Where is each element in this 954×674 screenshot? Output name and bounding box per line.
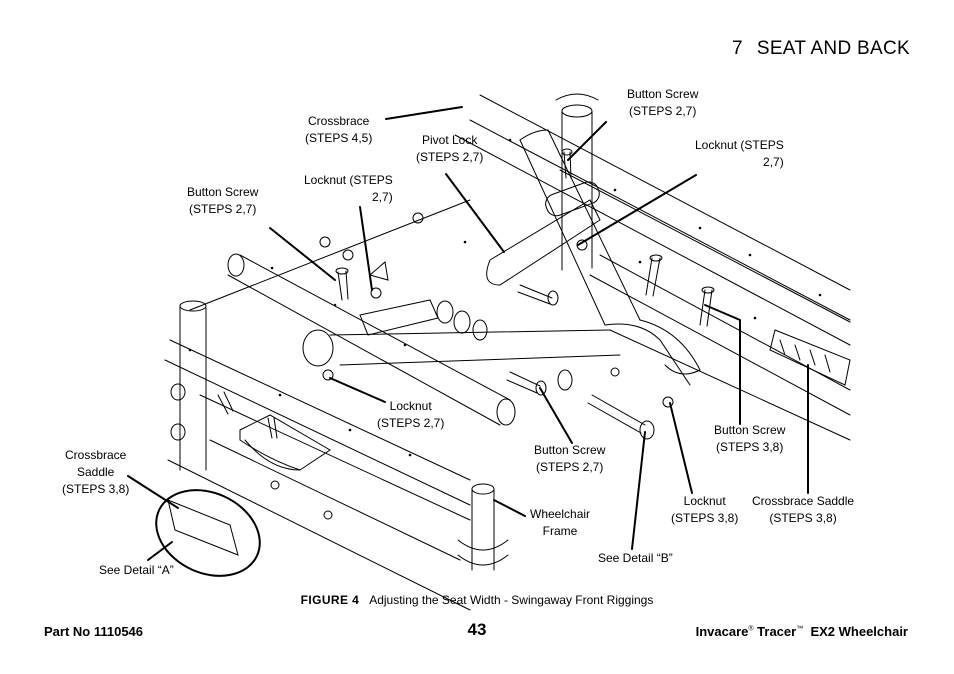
section-heading: 7 SEAT AND BACK [732, 38, 910, 60]
frame-posts [179, 93, 599, 571]
pivot-lock-part [359, 181, 601, 336]
callout-crossbrace-saddle-right: Crossbrace Saddle (STEPS 3,8) [752, 494, 855, 525]
callout-locknut-middle: Locknut (STEPS 2,7) [377, 399, 445, 430]
callout-pivot-lock: Pivot Lock (STEPS 2,7) [416, 133, 484, 164]
figure-caption-text: Adjusting the Seat Width - Swingaway Fro… [369, 593, 654, 607]
callout-crossbrace-saddle-left: Crossbrace Saddle (STEPS 3,8) [62, 448, 130, 496]
locknuts-washers [170, 212, 674, 520]
callout-button-screw-top: Button Screw (STEPS 2,7) [627, 87, 699, 118]
callout-button-screw-right: Button Screw (STEPS 3,8) [714, 423, 786, 454]
right-frame-rails [454, 94, 851, 441]
callout-crossbrace: Crossbrace (STEPS 4,5) [305, 114, 373, 145]
callout-locknut-bottom: Locknut (STEPS 3,8) [671, 494, 739, 525]
callout-locknut-top-left: Locknut (STEPS 2,7) [304, 173, 393, 204]
footer-product-name: Invacare® Tracer™ EX2 Wheelchair [695, 624, 908, 639]
callout-button-screw-left: Button Screw (STEPS 2,7) [187, 185, 259, 216]
section-number: 7 [731, 38, 743, 59]
figure-caption: FIGURE 4 Adjusting the Seat Width - Swing… [0, 593, 954, 607]
callout-locknut-top-right: Locknut (STEPS 2,7) [695, 138, 784, 169]
small-holes [188, 138, 822, 457]
detail-a-circle [155, 489, 261, 577]
seat-tube [227, 253, 516, 426]
callout-see-detail-b: See Detail “B” [598, 551, 673, 565]
footer-part-number: Part No 1110546 [44, 624, 144, 639]
crossbrace-saddle-parts [167, 329, 851, 556]
footer-page-number: 43 [467, 620, 487, 639]
callout-leader-lines [127, 106, 809, 561]
callout-button-screw-bottom: Button Screw (STEPS 2,7) [534, 443, 606, 474]
button-screws [217, 148, 715, 440]
figure-label: FIGURE 4 [300, 593, 360, 607]
crossbrace-tube [302, 129, 701, 386]
callout-wheelchair-frame: Wheelchair Frame [530, 507, 591, 538]
section-title: SEAT AND BACK [756, 38, 910, 59]
callout-see-detail-a: See Detail “A” [99, 563, 174, 577]
